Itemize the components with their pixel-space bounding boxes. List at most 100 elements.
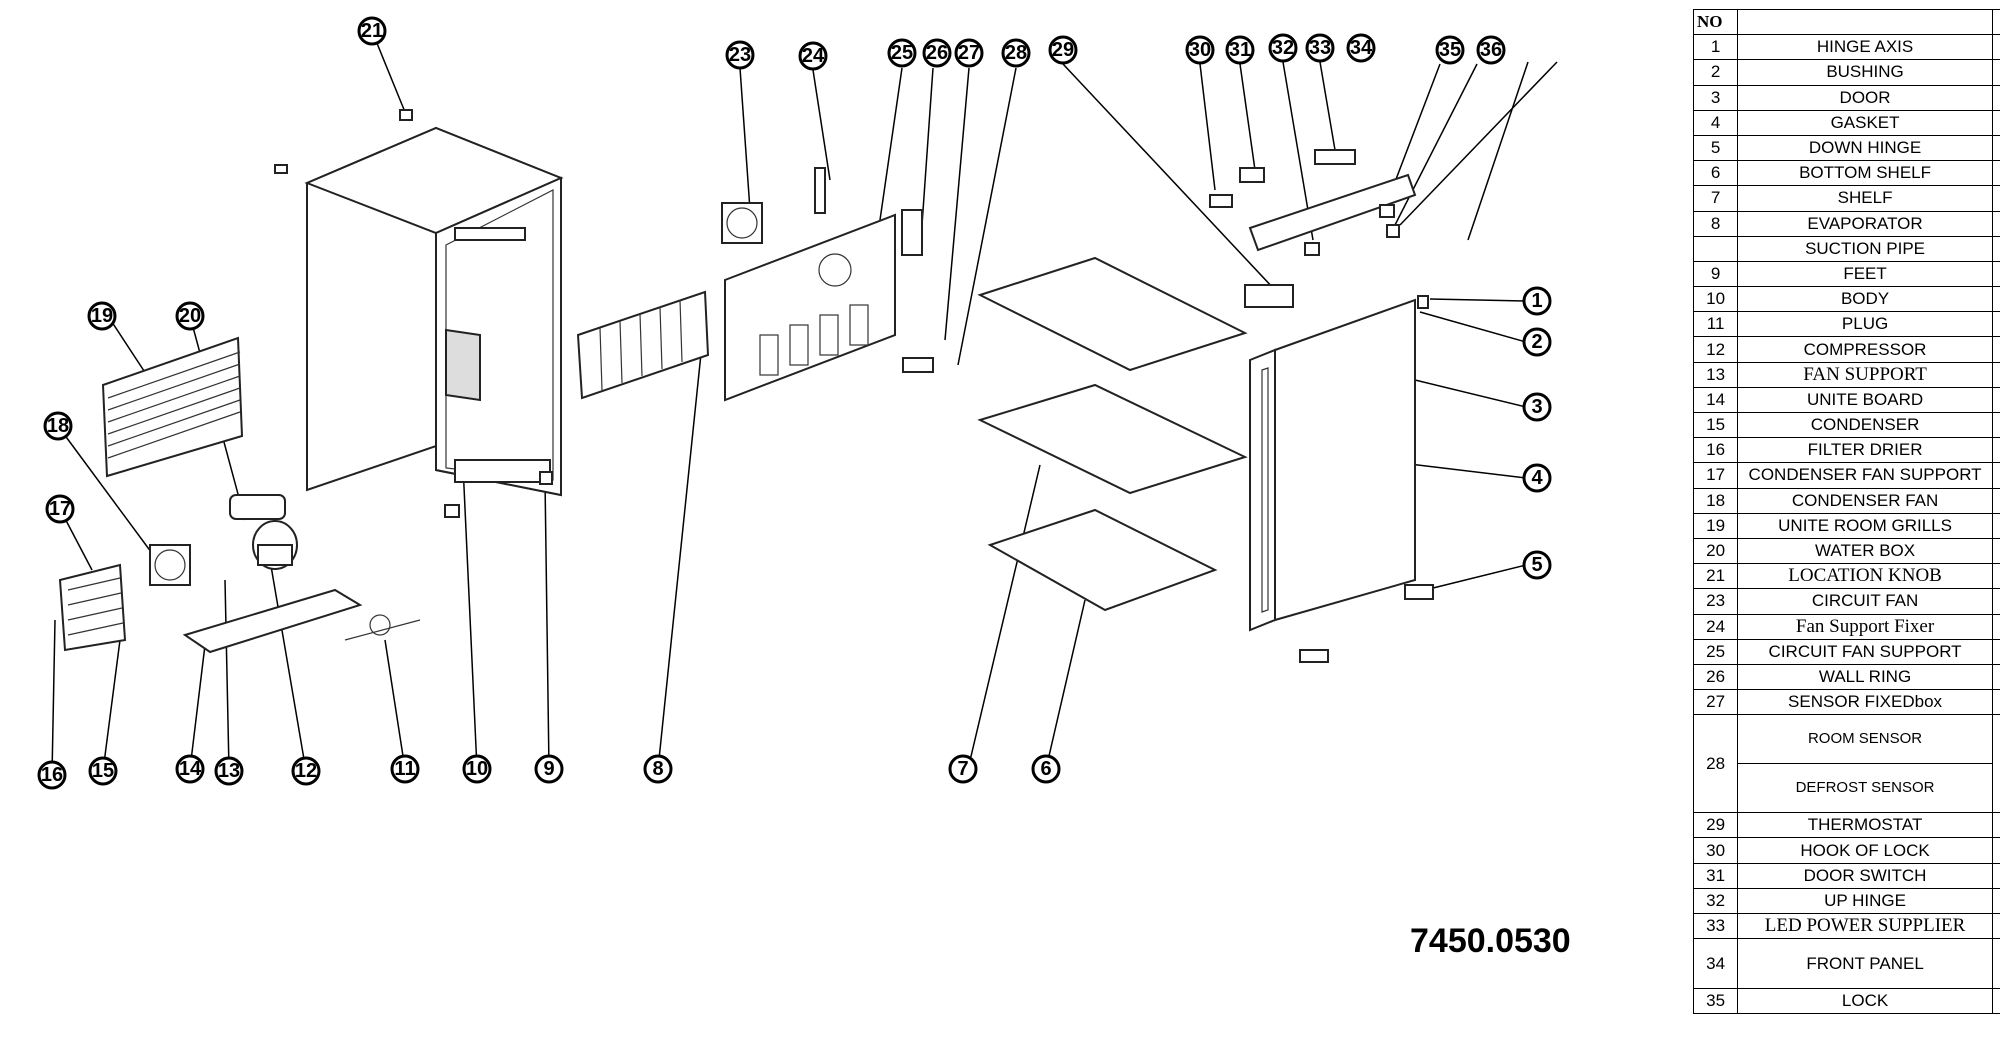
row-no: 4 xyxy=(1692,109,1739,136)
row-extra xyxy=(1991,938,2000,990)
refrigerator-body xyxy=(304,126,564,497)
header-extra xyxy=(1991,8,2000,36)
callout-5: 5 xyxy=(1522,550,1552,580)
table-header-row: NO xyxy=(1692,8,2000,36)
row-extra xyxy=(1991,311,2000,338)
svg-text:13: 13 xyxy=(218,760,240,782)
row-extra xyxy=(1991,260,2000,288)
row-name: HINGE AXIS xyxy=(1737,34,1993,61)
callout-18: 18 xyxy=(43,411,73,441)
row-no: 15 xyxy=(1692,411,1739,439)
row-no: 28 xyxy=(1692,714,1739,814)
row-extra xyxy=(1991,34,2000,61)
row-name: WATER BOX xyxy=(1737,537,1993,565)
header-name xyxy=(1737,8,1993,36)
row-no: 35 xyxy=(1692,988,1739,1015)
row-name: SUCTION PIPE xyxy=(1737,235,1993,262)
row-no: 1 xyxy=(1692,34,1739,61)
svg-text:27: 27 xyxy=(958,42,980,64)
callout-9: 9 xyxy=(534,754,564,784)
row-no: 16 xyxy=(1692,437,1739,464)
svg-text:2: 2 xyxy=(1531,331,1542,353)
svg-text:31: 31 xyxy=(1229,39,1251,61)
row-no: 26 xyxy=(1692,663,1739,691)
svg-text:26: 26 xyxy=(926,42,948,64)
row-no: 19 xyxy=(1692,512,1739,539)
row-name: HOOK OF LOCK xyxy=(1737,837,1993,864)
condenser xyxy=(58,563,127,652)
svg-text:21: 21 xyxy=(361,20,383,42)
svg-text:25: 25 xyxy=(891,42,913,64)
callout-7: 7 xyxy=(948,754,978,784)
callout-21: 21 xyxy=(357,16,387,46)
svg-text:23: 23 xyxy=(729,44,751,66)
row-name: COMPRESSOR xyxy=(1737,336,1993,363)
row-name: GASKET xyxy=(1737,109,1993,136)
row-no: 9 xyxy=(1692,260,1739,288)
condenser-fan xyxy=(149,544,191,586)
callout-16: 16 xyxy=(37,760,67,790)
row-extra xyxy=(1991,109,2000,136)
svg-text:14: 14 xyxy=(179,758,202,780)
row-no: 12 xyxy=(1692,336,1739,363)
callout-34: 34 xyxy=(1346,33,1376,63)
callout-28: 28 xyxy=(1001,38,1031,68)
row-extra xyxy=(1991,411,2000,439)
callout-10: 10 xyxy=(462,754,492,784)
row-no: 7 xyxy=(1692,185,1739,212)
row-extra xyxy=(1991,361,2000,388)
compressor xyxy=(252,520,298,570)
svg-text:9: 9 xyxy=(543,758,554,780)
row-name: THERMOSTAT xyxy=(1737,812,1993,839)
circuit-fan xyxy=(721,202,763,244)
row-name: FILTER DRIER xyxy=(1737,437,1993,464)
row-no: 18 xyxy=(1692,487,1739,514)
callout-1: 1 xyxy=(1522,286,1552,316)
callout-6: 6 xyxy=(1031,754,1061,784)
front-panel xyxy=(1248,173,1417,252)
row-no: 3 xyxy=(1692,84,1739,111)
row-no: 5 xyxy=(1692,134,1739,162)
svg-text:24: 24 xyxy=(802,45,825,67)
row-no: 21 xyxy=(1692,563,1739,590)
evaporator xyxy=(576,290,710,400)
row-no: 27 xyxy=(1692,689,1739,716)
callout-29: 29 xyxy=(1048,35,1078,65)
row-extra xyxy=(1991,437,2000,464)
row-extra xyxy=(1991,537,2000,565)
callout-35: 35 xyxy=(1435,35,1465,65)
row-extra xyxy=(1991,689,2000,716)
callout-11: 11 xyxy=(390,754,420,784)
row-extra xyxy=(1991,638,2000,665)
condenser-grille xyxy=(101,336,244,478)
row-name: SENSOR FIXEDbox xyxy=(1737,689,1993,716)
thermostat xyxy=(1244,284,1294,308)
row-name: LOCATION KNOB xyxy=(1737,563,1993,590)
row-extra xyxy=(1991,84,2000,111)
row-extra xyxy=(1991,563,2000,590)
svg-text:10: 10 xyxy=(466,758,488,780)
shelves xyxy=(977,256,1248,612)
svg-text:11: 11 xyxy=(394,758,415,780)
callout-33: 33 xyxy=(1305,33,1335,63)
row-no: 29 xyxy=(1692,812,1739,839)
callout-19: 19 xyxy=(87,301,117,331)
svg-text:7: 7 xyxy=(957,758,968,780)
callout-8: 8 xyxy=(643,754,673,784)
svg-text:36: 36 xyxy=(1480,39,1502,61)
row-name: FEET xyxy=(1737,260,1993,288)
row-name: WALL RING xyxy=(1737,663,1993,691)
svg-text:29: 29 xyxy=(1052,39,1074,61)
